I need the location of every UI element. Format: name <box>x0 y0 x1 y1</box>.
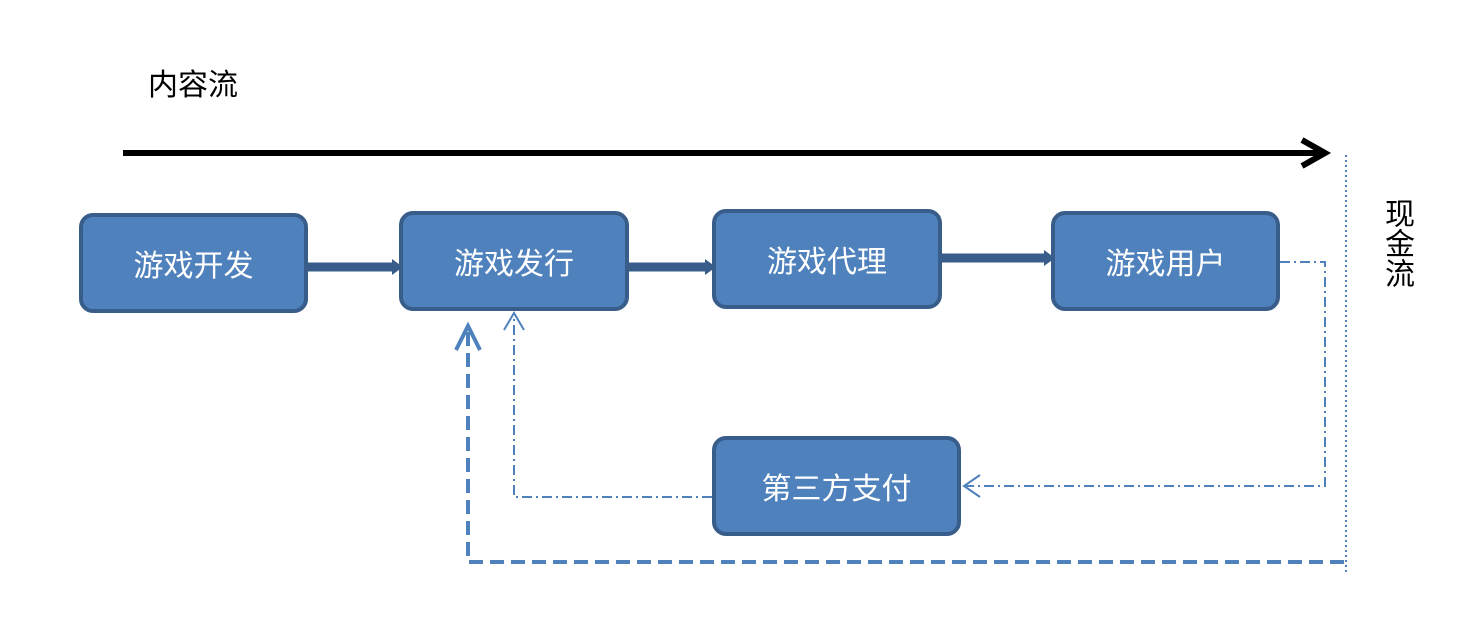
content-flow-arrow <box>123 137 1332 169</box>
cash-flow-arrow <box>454 155 1347 572</box>
node-game-development: 游戏开发 <box>79 213 308 313</box>
arrow-user-to-payment <box>962 261 1326 498</box>
arrow-agent-to-user <box>942 250 1055 266</box>
node-game-agent: 游戏代理 <box>712 209 942 309</box>
arrow-publish-to-agent <box>629 259 716 275</box>
node-game-user: 游戏用户 <box>1051 211 1280 311</box>
cash-flow-label: 现金流 <box>1379 198 1414 288</box>
node-third-party-payment: 第三方支付 <box>712 436 961 536</box>
arrow-payment-to-publish <box>503 311 712 498</box>
node-game-publishing: 游戏发行 <box>399 211 629 311</box>
arrow-dev-to-publish <box>308 259 403 275</box>
content-flow-label: 内容流 <box>148 68 238 103</box>
